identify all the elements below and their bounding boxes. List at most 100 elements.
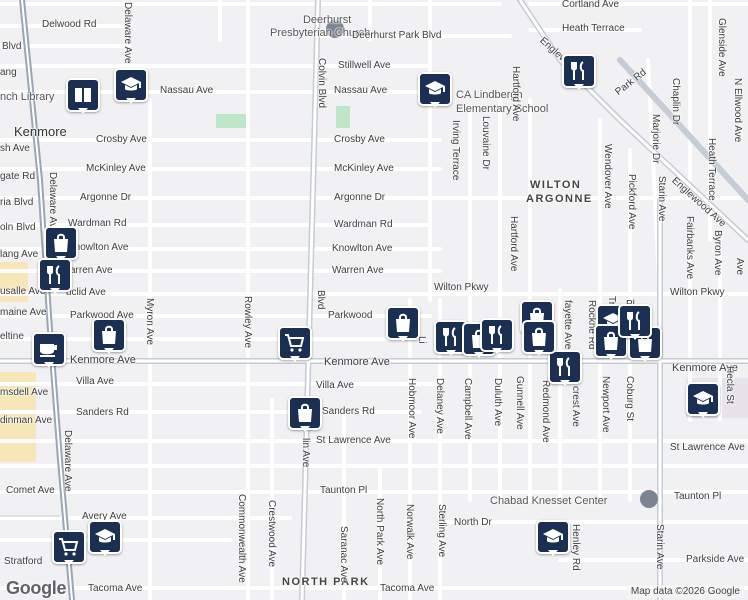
street-label: Delaware Ave	[47, 172, 58, 234]
street-label: Crosby Ave	[334, 134, 385, 145]
map-marker-shopping[interactable]	[594, 324, 628, 360]
school-icon	[425, 81, 445, 95]
street-label: Norwalk Ave	[404, 504, 415, 560]
street-label: Sanders Rd	[76, 407, 129, 418]
street-label: Comet Ave	[6, 485, 55, 496]
street-label: Villa Ave	[76, 376, 114, 387]
map-marker-restaurant[interactable]	[618, 304, 652, 340]
street-label: Crestwood Ave	[266, 500, 277, 568]
shopping-bag-icon	[102, 325, 116, 344]
street-label: Warren Ave	[332, 265, 384, 276]
map-marker-restaurant[interactable]	[548, 350, 582, 386]
google-logo: Google	[6, 578, 67, 598]
street-label: Parkwood	[328, 310, 373, 321]
map-marker-school[interactable]	[418, 72, 452, 108]
marker-tail	[44, 362, 54, 368]
restaurant-icon	[627, 311, 640, 330]
street-label: Wendover Ave	[602, 144, 613, 209]
marker-tail	[548, 550, 558, 556]
shopping-cart-icon	[59, 538, 79, 556]
map-marker-restaurant[interactable]	[480, 318, 514, 354]
marker-tail	[698, 412, 708, 418]
map-marker-grocery[interactable]	[278, 326, 312, 362]
map-marker-restaurant[interactable]	[562, 54, 596, 90]
church-icon[interactable]	[326, 20, 344, 38]
street-label: Taunton Pl	[674, 491, 722, 502]
marker-tail	[574, 84, 584, 90]
street-label: Kenmore Ave	[672, 362, 738, 374]
street-label: Starin Ave	[656, 176, 667, 222]
street-label: eltine	[0, 331, 24, 342]
street-label: Newport Ave	[600, 376, 611, 433]
map-marker-shopping[interactable]	[44, 226, 78, 262]
marker-tail	[560, 380, 570, 386]
street-label: Knowlton Ave	[332, 243, 393, 254]
street-label: Delwood Rd	[42, 19, 97, 30]
marker-tail	[446, 350, 456, 356]
marker-tail	[104, 348, 114, 354]
marker-tail	[78, 108, 88, 114]
street-label: Villa Ave	[316, 380, 354, 391]
street-label: Parkside Ave	[686, 554, 745, 565]
street-label: Stillwell Ave	[338, 60, 391, 71]
restaurant-icon	[47, 265, 60, 284]
street-label: Stratford	[4, 556, 43, 567]
map-marker-shopping[interactable]	[522, 320, 556, 356]
street-label: ang	[0, 67, 17, 78]
marker-tail	[64, 560, 74, 566]
street-label: Marjorie Dr	[650, 114, 661, 164]
street-label: Delaware Ave	[122, 2, 133, 64]
marker-tail	[126, 98, 136, 104]
street-label: gate Rd	[0, 171, 36, 182]
marker-tail	[640, 356, 650, 362]
shopping-bag-icon	[298, 403, 312, 422]
marker-tail	[630, 334, 640, 340]
street-label: arren Ave	[70, 265, 113, 276]
library-label[interactable]: nch Library	[0, 91, 55, 103]
restaurant-icon	[489, 325, 502, 344]
map-marker-grocery[interactable]	[52, 530, 86, 566]
school-label[interactable]: CA Lindbergh Elementary School	[456, 89, 549, 115]
map-marker-shopping[interactable]	[92, 318, 126, 354]
map-marker-library[interactable]	[66, 78, 100, 114]
restaurant-icon	[571, 61, 584, 80]
street-label: Wilton Pkwy	[434, 282, 489, 293]
street-label: Heath Terrace	[562, 23, 625, 34]
map-marker-cafe[interactable]	[32, 332, 66, 368]
map-marker-school[interactable]	[536, 520, 570, 556]
street-label: McKinley Ave	[86, 163, 146, 174]
synagogue-icon[interactable]	[640, 490, 658, 508]
street-label: Duluth Ave	[492, 378, 503, 427]
map-marker-restaurant[interactable]	[38, 258, 72, 294]
synagogue-label[interactable]: Chabad Knesset Center	[490, 495, 608, 507]
street-label: Hartford Ave	[508, 216, 519, 272]
map-marker-school[interactable]	[686, 382, 720, 418]
restaurant-icon	[557, 357, 570, 376]
shopping-bag-icon	[532, 327, 546, 346]
marker-tail	[290, 356, 300, 362]
shopping-bag-icon	[396, 313, 410, 332]
neighborhood-wilton: WILTON	[530, 179, 582, 191]
marker-tail	[398, 336, 408, 342]
library-icon	[75, 88, 91, 102]
map-marker-school[interactable]	[88, 520, 122, 556]
shopping-bag-icon	[604, 331, 618, 350]
school-icon	[121, 77, 141, 91]
map-marker-school[interactable]	[114, 68, 148, 104]
school-icon	[693, 391, 713, 405]
street-label: North Park Ave	[374, 498, 385, 566]
street-label: Nassau Ave	[160, 85, 214, 96]
street-label: Chaplin Dr	[670, 78, 681, 126]
map-data-attribution[interactable]: Map data ©2026 Google	[626, 585, 744, 598]
neighborhood-north-park: NORTH PARK	[282, 576, 370, 588]
street-label: Deerhurst Park Blvd	[352, 30, 442, 41]
street-label: Kenmore Ave	[70, 354, 136, 366]
marker-background	[278, 326, 312, 360]
church-label[interactable]: Deerhurst Presbyterian Church	[270, 14, 371, 39]
street-label: lang Ave	[0, 249, 39, 260]
marker-tail	[474, 352, 484, 358]
street-label: Blvd	[2, 41, 22, 52]
map-marker-shopping[interactable]	[386, 306, 420, 342]
map-marker-shopping[interactable]	[288, 396, 322, 432]
